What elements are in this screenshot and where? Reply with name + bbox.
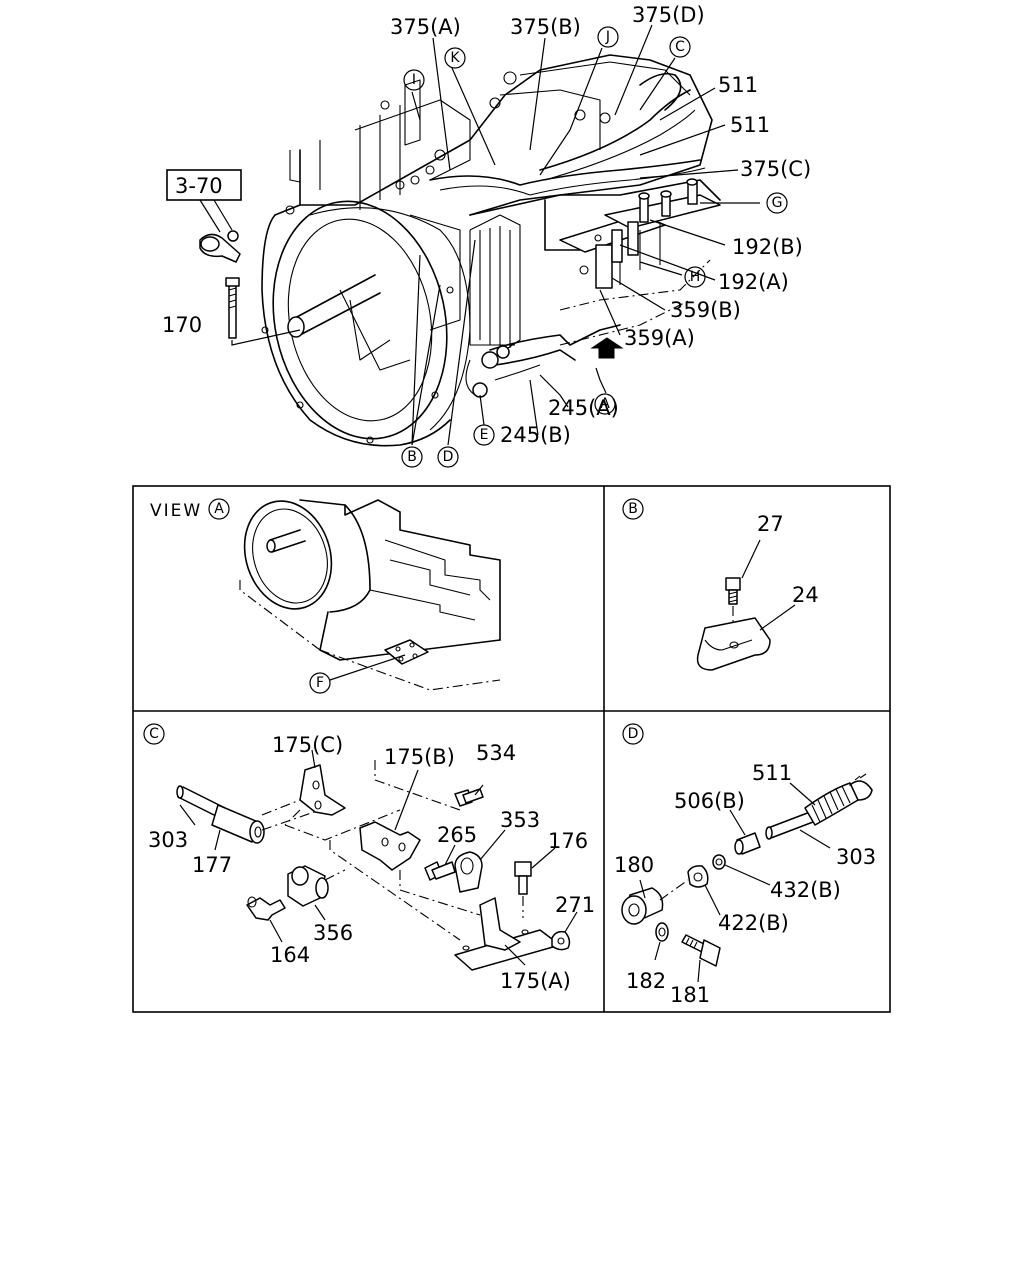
label-534: 534 [476,741,516,765]
label-511-lower: 511 [730,113,770,137]
label-177: 177 [192,853,232,877]
label-164: 164 [270,943,310,967]
label-375b: 375(B) [510,15,581,39]
panel-b: B 27 24 [622,498,819,671]
label-265: 265 [437,823,477,847]
label-175b: 175(B) [384,745,455,769]
label-192a: 192(A) [718,270,789,294]
view-a-title-callout: A [214,501,224,517]
label-271: 271 [555,893,595,917]
label-375a: 375(A) [390,15,461,39]
label-180: 180 [614,853,654,877]
label-375c: 375(C) [740,157,811,181]
label-432b: 432(B) [770,878,841,902]
label-422b: 422(B) [718,911,789,935]
view-a-title: VIEW [150,501,202,521]
detail-frame [132,485,891,1013]
panel-c: C [143,723,595,993]
label-175c: 175(C) [272,733,343,757]
callout-i: I [412,72,416,88]
callout-g: G [772,195,783,211]
panel-c-callout: C [149,726,159,742]
label-511-d: 511 [752,761,792,785]
callout-a: A [600,396,610,412]
label-359b: 359(B) [670,298,741,322]
label-353: 353 [500,808,540,832]
panel-b-callout: B [628,501,638,517]
label-176: 176 [548,829,588,853]
view-a-callout-f: F [316,675,324,691]
label-182: 182 [626,969,666,993]
label-27: 27 [757,512,784,536]
callout-e: E [480,427,489,443]
label-ref-3-70[interactable]: 3-70 [175,174,223,198]
main-leaders [411,24,760,446]
main-callouts: K J C I G H A E B D [401,26,788,468]
label-359a: 359(A) [624,326,695,350]
callout-b: B [407,449,417,465]
transmission-assembly [166,54,721,447]
callout-h: H [690,269,701,285]
label-303-d: 303 [836,845,876,869]
label-181: 181 [670,983,710,1007]
callout-j: J [605,29,610,45]
callout-c: C [675,39,685,55]
panel-d-callout: D [628,726,639,742]
label-245a: 245(A) [548,396,619,420]
callout-k: K [450,50,460,66]
label-506b: 506(B) [674,789,745,813]
label-375d: 375(D) [632,3,705,27]
label-175a: 175(A) [500,969,571,993]
label-356: 356 [313,921,353,945]
label-24: 24 [792,583,819,607]
label-245b: 245(B) [500,423,571,447]
label-170: 170 [162,313,202,337]
ref-box-3-70[interactable] [166,169,242,201]
label-511-upper: 511 [718,73,758,97]
label-192b: 192(B) [732,235,803,259]
callout-d: D [443,449,454,465]
label-303: 303 [148,828,188,852]
main-labels: 375(A) 375(B) 375(D) 511 511 375(C) 192(… [162,3,811,447]
panel-view-a: VIEW A F [150,498,501,694]
panel-d: D 511 506(B) [614,723,876,1007]
